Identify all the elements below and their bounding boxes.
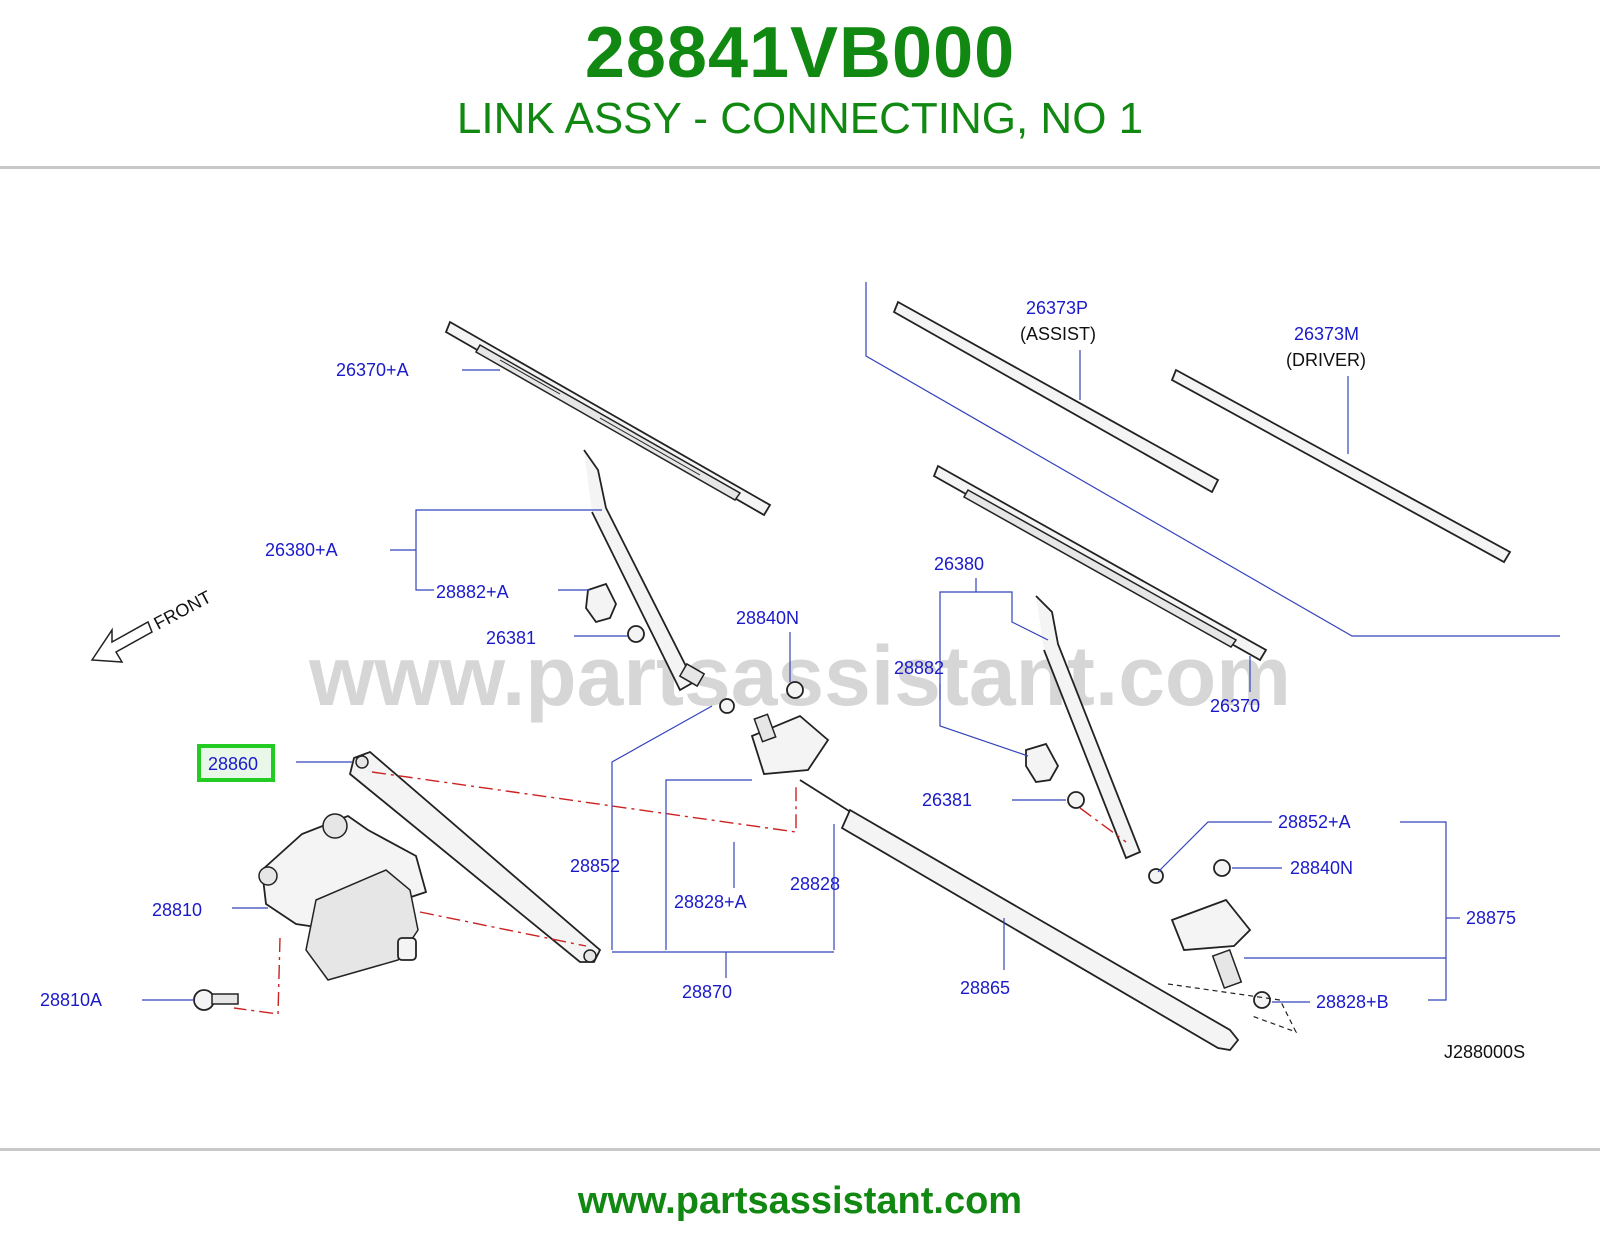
leader-28852-b	[665, 779, 752, 950]
connecting-link-28860[interactable]	[348, 750, 602, 963]
bolt-28810a[interactable]	[193, 989, 239, 1011]
label-28870[interactable]: 28870	[682, 982, 732, 1002]
label-28882[interactable]: 28882	[894, 658, 944, 678]
label-28865[interactable]: 28865	[960, 978, 1010, 998]
label-28882a[interactable]: 28882+A	[436, 582, 509, 602]
label-28828b[interactable]: 28828+B	[1316, 992, 1389, 1012]
centerline-motor-bolt	[233, 937, 281, 1015]
label-28852a[interactable]: 28852+A	[1278, 812, 1351, 832]
leader-26380a	[390, 509, 602, 551]
label-26381-right[interactable]: 26381	[922, 790, 972, 810]
label-driver: (DRIVER)	[1286, 350, 1366, 370]
wiper-motor-28810[interactable]	[258, 813, 428, 981]
footer-divider	[0, 1148, 1600, 1151]
label-assist: (ASSIST)	[1020, 324, 1096, 344]
label-26380[interactable]: 26380	[934, 554, 984, 574]
label-28828a[interactable]: 28828+A	[674, 892, 747, 912]
wiper-blade-left[interactable]	[444, 320, 772, 517]
label-26370a[interactable]: 26370+A	[336, 360, 409, 380]
blade-refill-driver[interactable]	[1170, 368, 1512, 564]
figure-code: J288000S	[1444, 1042, 1525, 1062]
cap-28882[interactable]	[1025, 742, 1060, 783]
leader-28852a	[1157, 821, 1272, 873]
part-description: LINK ASSY - CONNECTING, NO 1	[456, 94, 1144, 143]
blade-refill-assist[interactable]	[892, 300, 1220, 494]
parts-diagram: www.partsassistant.com	[40, 282, 1560, 1062]
label-28810[interactable]: 28810	[152, 900, 202, 920]
leader-26380	[975, 578, 1049, 641]
centerline-rod-end	[1167, 983, 1298, 1034]
bracket-28875	[1400, 821, 1447, 1001]
part-number-title: 28841VB000	[584, 13, 1016, 93]
label-28810a[interactable]: 28810A	[40, 990, 102, 1010]
label-28852[interactable]: 28852	[570, 856, 620, 876]
wiper-arm-left[interactable]	[583, 449, 706, 692]
label-28875[interactable]: 28875	[1466, 908, 1516, 928]
centerline-motor-link	[419, 911, 587, 947]
label-28840n-left[interactable]: 28840N	[736, 608, 799, 628]
connecting-rod-28865[interactable]	[840, 808, 1240, 1051]
highlight-box-28860	[197, 744, 275, 782]
nut-26381-left[interactable]	[627, 625, 645, 643]
front-arrow-icon	[90, 620, 153, 663]
leader-28852	[611, 705, 713, 950]
leader-28882	[939, 684, 1029, 757]
leader-26380a-lower	[415, 550, 434, 591]
label-28860[interactable]: 28860	[208, 754, 258, 774]
blade-group-bracket	[865, 282, 1560, 637]
label-26380a[interactable]: 26380+A	[265, 540, 338, 560]
pivot-left[interactable]	[719, 681, 830, 775]
label-26381-left[interactable]: 26381	[486, 628, 536, 648]
centerline-link-pivot	[371, 771, 797, 833]
label-26370[interactable]: 26370	[1210, 696, 1260, 716]
label-28828[interactable]: 28828	[790, 874, 840, 894]
header-divider	[0, 166, 1600, 169]
wiper-arm-right[interactable]	[1035, 595, 1142, 860]
watermark-text: www.partsassistant.com	[308, 629, 1291, 723]
label-26373p[interactable]: 26373P	[1026, 298, 1088, 318]
front-label: FRONT	[150, 587, 214, 634]
wiper-blade-right[interactable]	[932, 464, 1268, 662]
pivot-right-28875[interactable]	[1148, 859, 1271, 1009]
bracket-26380	[939, 591, 976, 700]
centerline-right-arm	[1079, 807, 1127, 843]
cap-28882a[interactable]	[585, 582, 617, 624]
nut-26381-right[interactable]	[1067, 791, 1085, 809]
label-26373m[interactable]: 26373M	[1294, 324, 1359, 344]
label-28840n-right[interactable]: 28840N	[1290, 858, 1353, 878]
footer-site-link[interactable]: www.partsassistant.com	[577, 1180, 1023, 1222]
